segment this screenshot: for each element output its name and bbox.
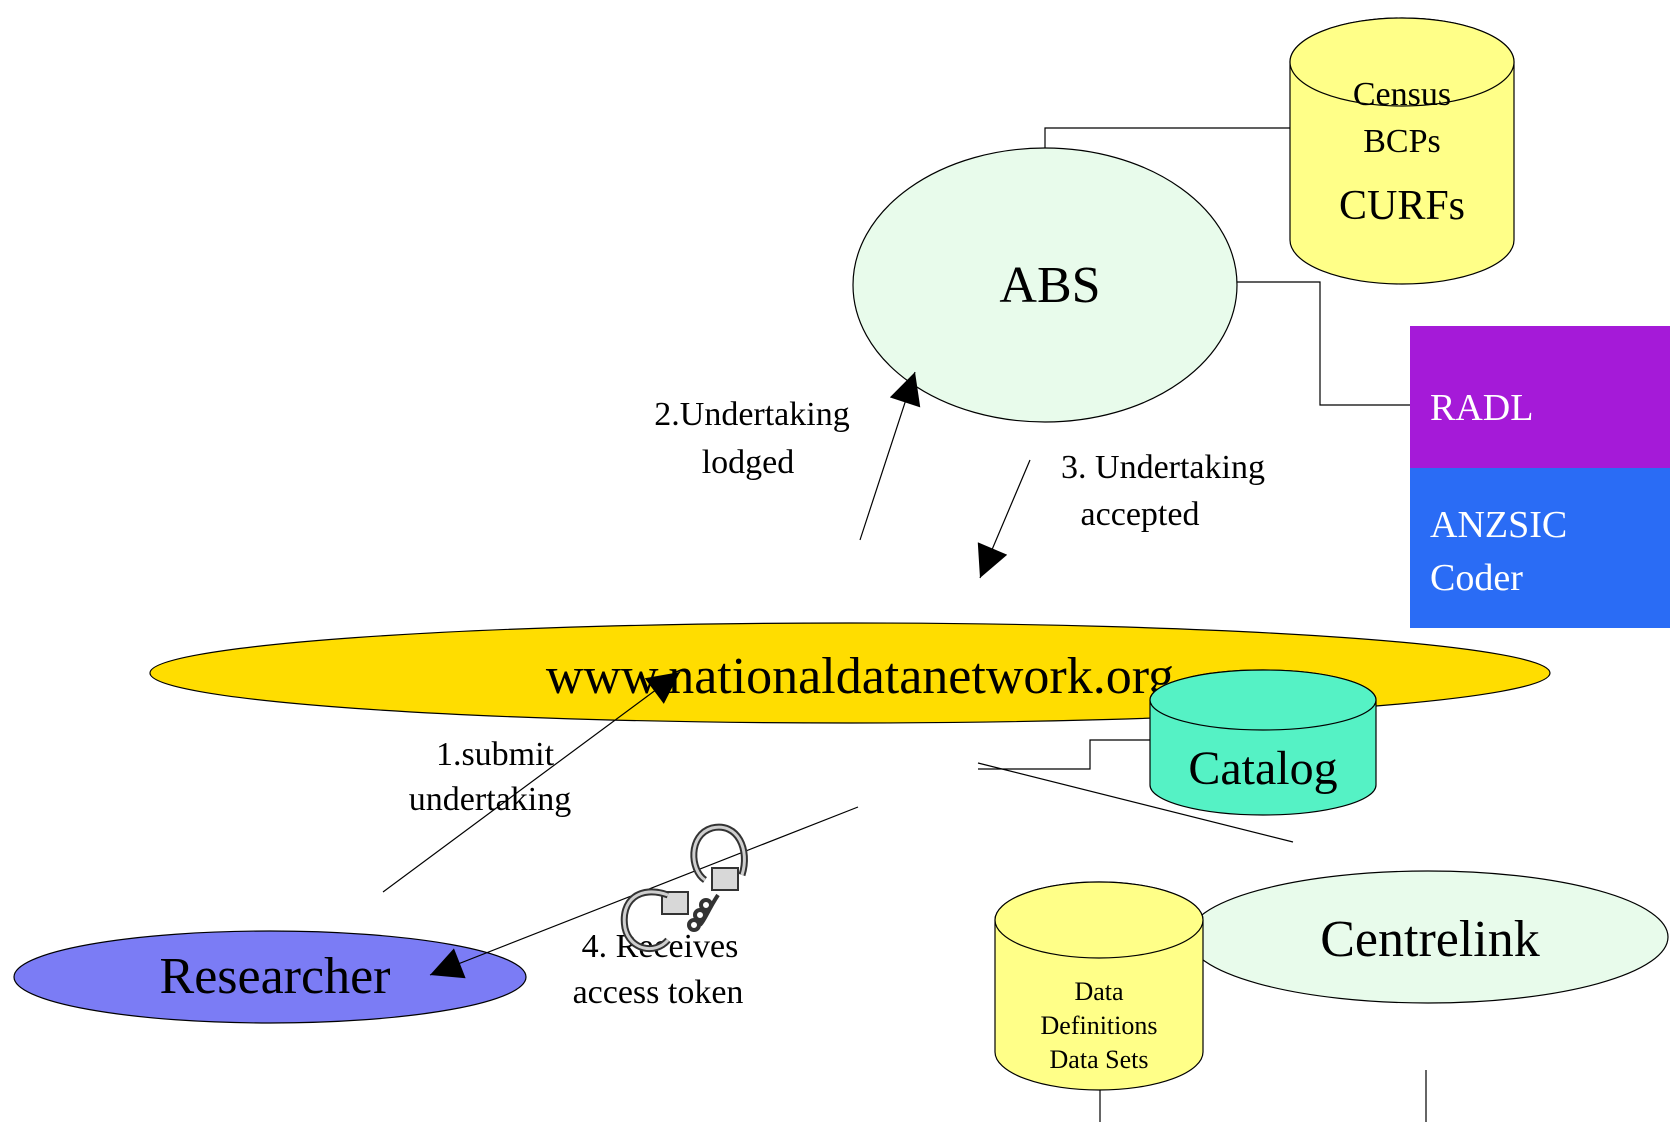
definitions-label: Definitions — [1041, 1011, 1158, 1040]
abs-label: ABS — [999, 257, 1100, 314]
anzsic-box — [1410, 468, 1670, 628]
radl-label: RADL — [1430, 387, 1533, 429]
bcps-label: BCPs — [1363, 123, 1441, 160]
abs-census-connector — [1044, 127, 1290, 148]
catalog-cylinder-top — [1149, 669, 1377, 731]
anzsic-block: ANZSIC Coder — [1410, 468, 1670, 628]
catalog-label: Catalog — [1188, 742, 1337, 795]
abs-radl-connector — [1235, 281, 1410, 406]
centrelink-label: Centrelink — [1320, 911, 1540, 968]
step4-label-line2: access token — [573, 974, 744, 1011]
step2-arrow — [859, 371, 921, 541]
step3-label-line2: accepted — [1081, 496, 1200, 533]
step2-label-line2: lodged — [702, 444, 795, 481]
census-label: Census — [1353, 76, 1451, 113]
data-defs-cylinder-top — [994, 881, 1204, 959]
curfs-label: CURFs — [1339, 183, 1465, 229]
step1-arrow — [382, 671, 681, 893]
step-labels: 1.submit undertaking 2.Undertaking lodge… — [409, 396, 1265, 1011]
connectors — [977, 127, 1427, 1122]
census-cylinder-top — [1289, 17, 1515, 107]
url-catalog-connector — [978, 739, 1150, 770]
handcuffs-icon — [620, 823, 748, 952]
coder-label: Coder — [1430, 557, 1523, 599]
researcher-node: Researcher — [13, 930, 527, 1024]
abs-node: ABS — [852, 147, 1238, 423]
url-label: www.nationaldatanetwork.org — [546, 648, 1174, 705]
data-label: Data — [1074, 977, 1124, 1006]
step3-arrow — [977, 459, 1031, 579]
abs-ellipse — [852, 147, 1238, 423]
researcher-ellipse — [13, 930, 527, 1024]
catalog-centrelink-connector — [977, 762, 1294, 843]
radl-box — [1410, 326, 1670, 468]
data-definitions-database: Data Definitions Data Sets — [994, 881, 1204, 1091]
data-sets-label: Data Sets — [1050, 1045, 1149, 1074]
researcher-label: Researcher — [160, 948, 391, 1005]
census-database: Census BCPs CURFs — [1289, 17, 1515, 285]
step2-label-line1: 2.Undertaking — [654, 396, 849, 433]
step1-label-line2: undertaking — [409, 781, 571, 818]
centrelink-node: Centrelink — [1187, 870, 1669, 1004]
anzsic-label: ANZSIC — [1430, 504, 1567, 546]
radl-block: RADL — [1410, 326, 1670, 468]
step3-label-line1: 3. Undertaking — [1061, 449, 1265, 486]
step1-label-line1: 1.submit — [436, 736, 555, 773]
catalog-database: Catalog — [1149, 669, 1377, 816]
